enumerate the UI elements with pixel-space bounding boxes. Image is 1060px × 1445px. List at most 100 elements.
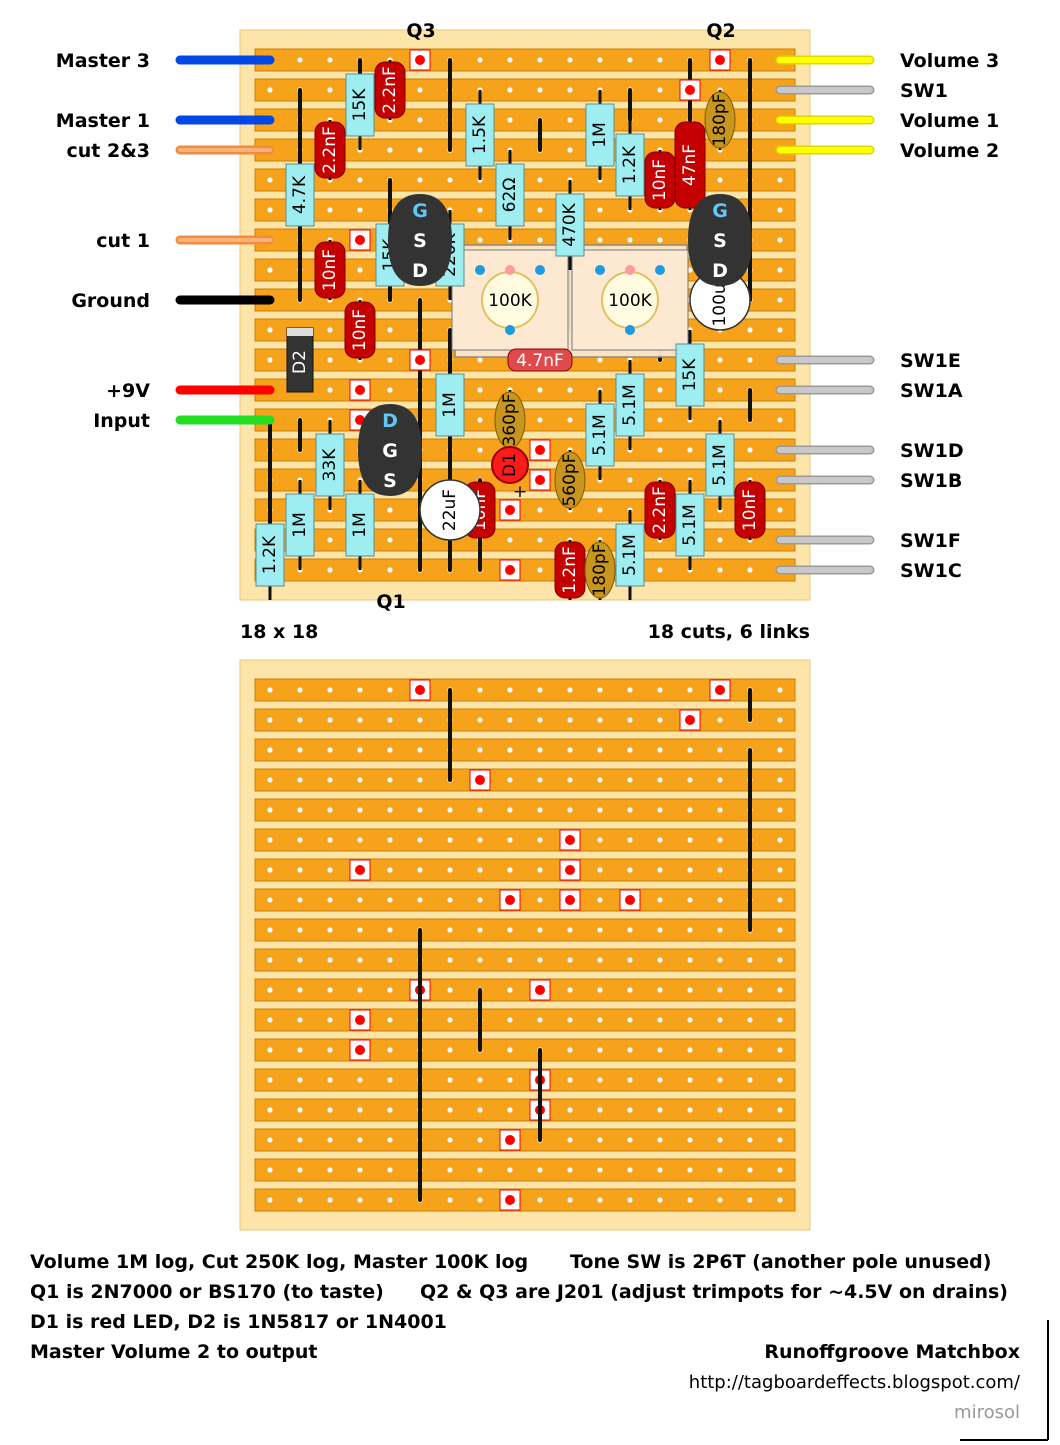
capacitor-label: 560pF <box>560 453 580 506</box>
hole <box>747 1167 753 1173</box>
hole <box>687 807 693 813</box>
hole <box>507 1017 513 1023</box>
hole <box>627 1167 633 1173</box>
resistor-body <box>585 403 615 467</box>
hole <box>507 837 513 843</box>
hole <box>717 1047 723 1053</box>
capacitor-label: 360pF <box>500 393 520 446</box>
hole <box>717 777 723 783</box>
hole <box>777 207 783 213</box>
track-cut-dot <box>565 895 575 905</box>
copper-strip <box>254 558 796 582</box>
hole <box>267 1047 273 1053</box>
hole <box>657 837 663 843</box>
hole <box>537 777 543 783</box>
transistor-pin-label: S <box>713 230 727 252</box>
hole <box>777 897 783 903</box>
hole <box>387 1077 393 1083</box>
hole <box>477 1137 483 1143</box>
hole <box>537 177 543 183</box>
hole <box>747 357 753 363</box>
trimpot-pin <box>505 325 515 335</box>
hole <box>447 1137 453 1143</box>
hole <box>657 567 663 573</box>
hole <box>357 207 363 213</box>
hole <box>447 177 453 183</box>
hole <box>537 207 543 213</box>
hole <box>507 1047 513 1053</box>
hole <box>417 807 423 813</box>
hole <box>327 837 333 843</box>
hole <box>327 717 333 723</box>
hole <box>717 987 723 993</box>
hole <box>387 1167 393 1173</box>
copper-strip <box>254 1038 796 1062</box>
resistor-label: 1.2K <box>260 535 280 574</box>
track-cut-dot <box>565 835 575 845</box>
hole <box>357 177 363 183</box>
electrolytic-label: 22uF <box>440 489 460 531</box>
hole <box>357 1167 363 1173</box>
capacitor-label: 2.2nF <box>320 126 340 174</box>
hole <box>357 777 363 783</box>
hole <box>567 387 573 393</box>
hole <box>447 1017 453 1023</box>
capacitor-body <box>344 301 376 359</box>
hole <box>327 807 333 813</box>
capacitor-body <box>314 241 346 299</box>
hole <box>777 1017 783 1023</box>
hole <box>387 927 393 933</box>
hole <box>777 267 783 273</box>
hole <box>477 1077 483 1083</box>
hole <box>537 1017 543 1023</box>
hole <box>327 207 333 213</box>
hole <box>327 687 333 693</box>
wire-label-right: SW1E <box>900 350 961 372</box>
hole <box>477 957 483 963</box>
transistor-body <box>388 194 420 286</box>
hole <box>627 1197 633 1203</box>
transistor-pin-label: S <box>413 230 427 252</box>
hole <box>657 717 663 723</box>
hole <box>417 837 423 843</box>
copper-strip <box>254 1008 796 1032</box>
track-cut-dot <box>355 1045 365 1055</box>
hole <box>537 57 543 63</box>
hole <box>267 987 273 993</box>
hole <box>687 1107 693 1113</box>
hole <box>597 507 603 513</box>
capacitor-label: 10nF <box>740 489 760 531</box>
transistor-body <box>358 404 390 496</box>
hole <box>327 1167 333 1173</box>
hole <box>747 957 753 963</box>
title: Runoffgroove Matchbox <box>764 1341 1020 1363</box>
hole <box>657 957 663 963</box>
hole <box>417 717 423 723</box>
hole <box>267 1167 273 1173</box>
resistor-label: 5.1M <box>590 414 610 456</box>
capacitor-label: 10nF <box>350 309 370 351</box>
hole <box>417 147 423 153</box>
hole <box>267 777 273 783</box>
hole <box>507 747 513 753</box>
resistor-body <box>675 343 705 407</box>
hole <box>477 447 483 453</box>
hole <box>657 777 663 783</box>
hole <box>777 327 783 333</box>
hole <box>777 1137 783 1143</box>
hole <box>477 1197 483 1203</box>
track-cut-dot <box>625 895 635 905</box>
hole <box>327 57 333 63</box>
note-switch: Tone SW is 2P6T (another pole unused) <box>570 1251 991 1273</box>
track-cut-dot <box>505 1135 515 1145</box>
hole <box>597 57 603 63</box>
hole <box>687 1047 693 1053</box>
hole <box>327 897 333 903</box>
hole <box>327 777 333 783</box>
copper-strip <box>254 1188 796 1212</box>
hole <box>597 1077 603 1083</box>
resistor-body <box>255 523 285 587</box>
electrolytic-label: 100uF <box>710 273 730 326</box>
hole <box>297 1017 303 1023</box>
hole <box>417 117 423 123</box>
